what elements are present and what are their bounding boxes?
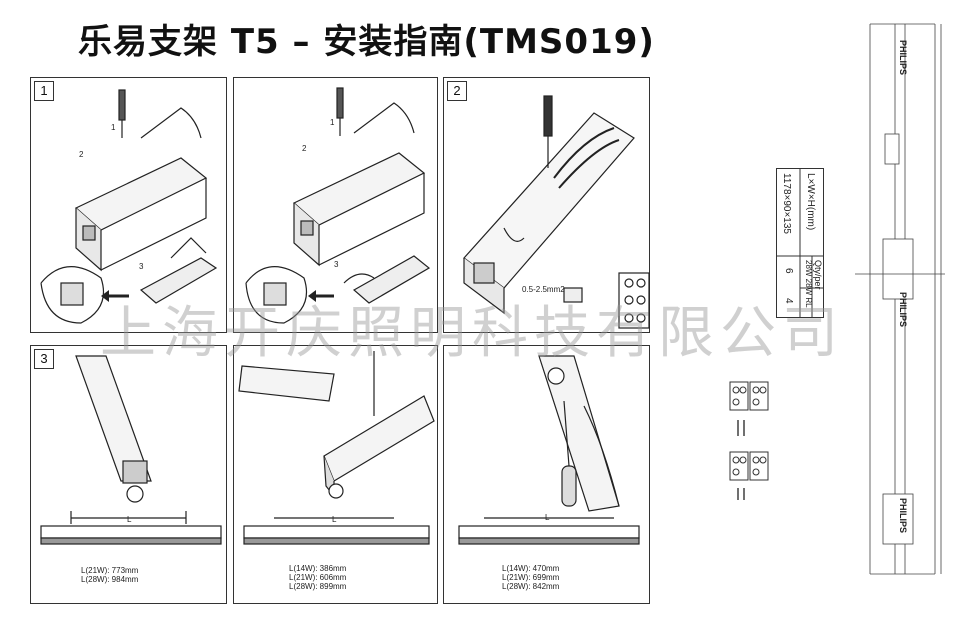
page-title: 乐易支架 T5 – 安装指南(TMS019) <box>78 22 655 62</box>
step-panel-3c: L L(14W): 470mm L(21W): 699mm L(28W): 84… <box>443 345 650 604</box>
mounting-illustration-1 <box>40 89 218 324</box>
length-specs: L(21W): 773mm L(28W): 984mm <box>81 566 139 584</box>
brand-label-mid: PHILIPS <box>898 292 908 328</box>
spec-col1-header: L×W×H(mm) <box>805 173 816 231</box>
dimension-label: L <box>332 515 337 524</box>
step-label: 3 <box>34 349 54 369</box>
length-specs: L(14W): 386mm L(21W): 606mm L(28W): 899m… <box>289 564 347 591</box>
step-label: 2 <box>447 81 467 101</box>
spec-col1-value: 1178×90×135 <box>781 173 792 234</box>
suspension-illustration-3 <box>40 355 222 545</box>
step-panel-3: 3 L L(21W): 773mm L(28W): 984mm <box>30 345 227 604</box>
step-number: 1 <box>330 118 335 127</box>
step-panel-2: 2 0.5-2.5mm2 <box>443 77 650 333</box>
step-panel-1b: 1 2 3 <box>233 77 438 333</box>
step-number: 2 <box>302 144 307 153</box>
wiring-illustration <box>463 95 650 329</box>
step-number: 3 <box>334 260 339 269</box>
spec-table: L×W×H(mm) 1178×90×135 Qty/per 28W 28W RL… <box>776 168 824 318</box>
suspension-illustration-3b <box>238 351 435 545</box>
mounting-illustration-1b <box>245 87 431 324</box>
dimension-label: L <box>545 513 550 522</box>
brand-label-bottom: PHILIPS <box>898 498 908 534</box>
length-specs: L(14W): 470mm L(21W): 699mm L(28W): 842m… <box>502 564 560 591</box>
dimension-label: L <box>127 515 132 524</box>
suspension-illustration-3c <box>458 355 640 545</box>
technical-drawing <box>855 23 945 575</box>
step-number: 3 <box>139 262 144 271</box>
spec-col2-header: Qty/per <box>813 260 823 290</box>
connector-diagram <box>729 381 769 500</box>
step-label: 1 <box>34 81 54 101</box>
spec-qty-28w: 6 <box>783 268 794 274</box>
spec-qty-28w-rl: 4 <box>783 298 794 304</box>
spec-table-grid <box>776 168 824 318</box>
step-number: 2 <box>79 150 84 159</box>
step-panel-1: 1 1 2 3 <box>30 77 227 333</box>
step-number: 1 <box>111 123 116 132</box>
spec-col2-sub: 28W 28W RL <box>804 260 813 308</box>
step-panel-3b: L L(14W): 386mm L(21W): 606mm L(28W): 89… <box>233 345 438 604</box>
brand-label-top: PHILIPS <box>898 40 908 76</box>
wire-gauge-label: 0.5-2.5mm2 <box>522 285 565 294</box>
